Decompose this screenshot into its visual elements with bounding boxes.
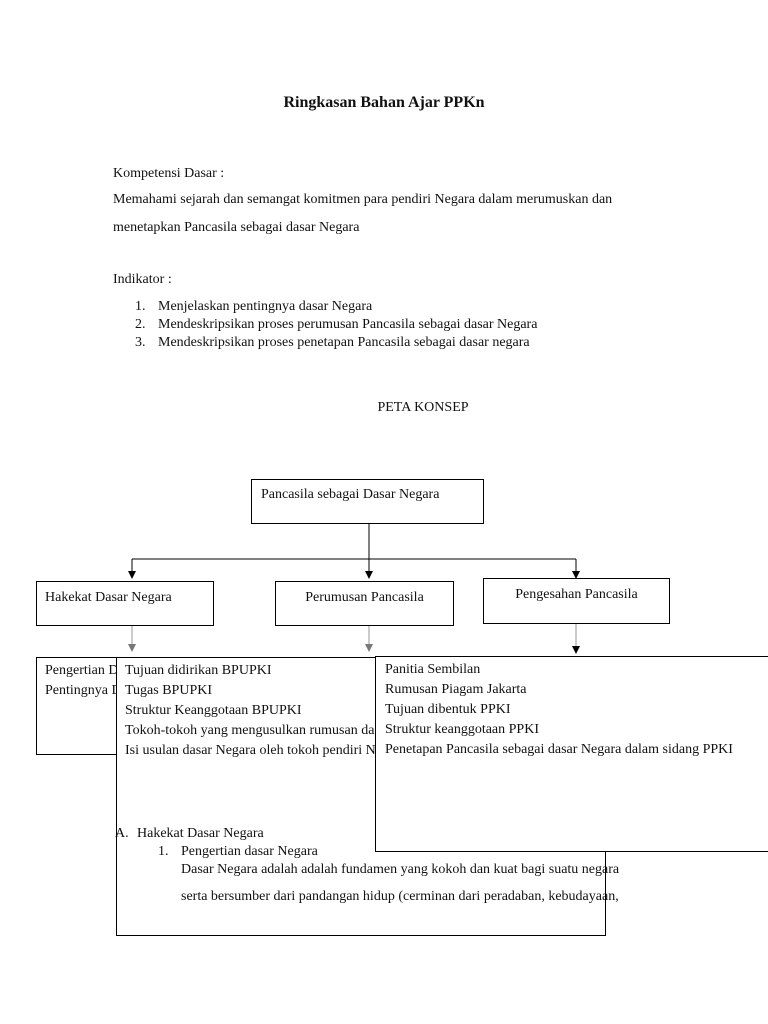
- root-concept-box: Pancasila sebagai Dasar Negara: [251, 479, 484, 524]
- section-a-paragraph-line-2: serta bersumber dari pandangan hidup (ce…: [181, 889, 619, 904]
- section-a-heading: Hakekat Dasar Negara: [137, 826, 264, 841]
- indikator-label: Indikator :: [113, 272, 172, 287]
- section-a-sub-num: 1.: [158, 844, 169, 859]
- indikator-list: 1.Menjelaskan pentingnya dasar Negara 2.…: [113, 298, 537, 352]
- section-a-paragraph-line-1: Dasar Negara adalah adalah fundamen yang…: [181, 862, 620, 877]
- indikator-item: 2.Mendeskripsikan proses perumusan Panca…: [135, 317, 538, 332]
- kompetensi-line-2: menetapkan Pancasila sebagai dasar Negar…: [113, 220, 360, 235]
- branch-box-hakekat: Hakekat Dasar Negara: [36, 581, 214, 626]
- branch-box-pengesahan: Pengesahan Pancasila: [483, 578, 670, 624]
- peta-konsep-heading: PETA KONSEP: [377, 400, 469, 415]
- branch-box-perumusan: Perumusan Pancasila: [275, 581, 454, 626]
- indikator-item: 3.Mendeskripsikan proses penetapan Panca…: [135, 335, 530, 350]
- page-title: Ringkasan Bahan Ajar PPKn: [283, 94, 485, 111]
- detail-box-pengesahan: Panitia Sembilan Rumusan Piagam Jakarta …: [375, 656, 768, 852]
- indikator-item: 1.Menjelaskan pentingnya dasar Negara: [135, 299, 373, 314]
- section-a-sub-heading: Pengertian dasar Negara: [181, 844, 318, 859]
- kompetensi-line-1: Memahami sejarah dan semangat komitmen p…: [113, 192, 613, 207]
- section-a-marker: A.: [115, 826, 129, 841]
- kompetensi-label: Kompetensi Dasar :: [113, 166, 225, 181]
